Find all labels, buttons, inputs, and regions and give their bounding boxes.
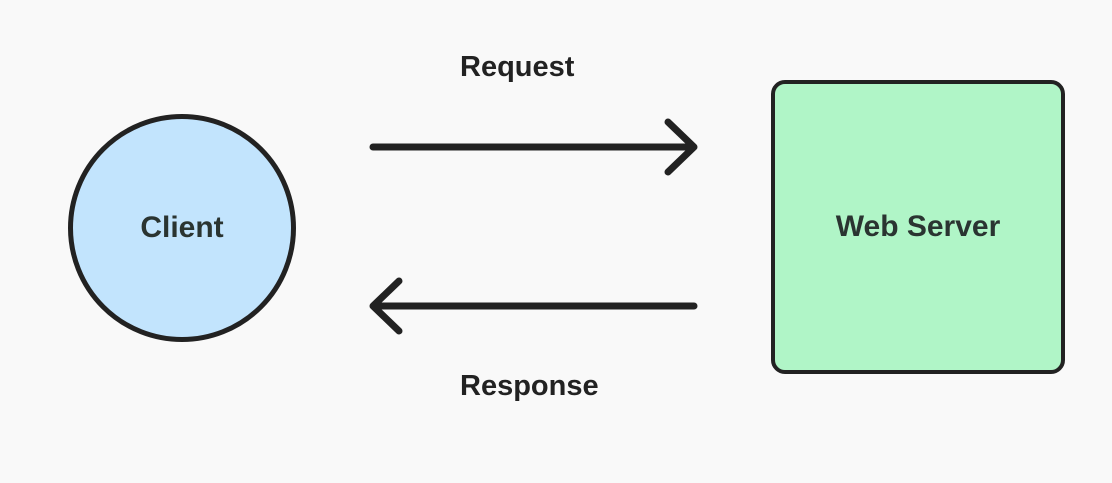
web-server-node: Web Server [771,80,1065,374]
client-label: Client [140,211,224,244]
client-node: Client [68,114,296,342]
response-arrowhead [369,277,403,335]
response-arrow [369,277,698,335]
response-label: Response [460,370,599,402]
request-label: Request [460,51,575,83]
request-arrow [369,118,698,176]
web-server-label: Web Server [835,210,1001,243]
request-arrowhead [664,118,698,176]
